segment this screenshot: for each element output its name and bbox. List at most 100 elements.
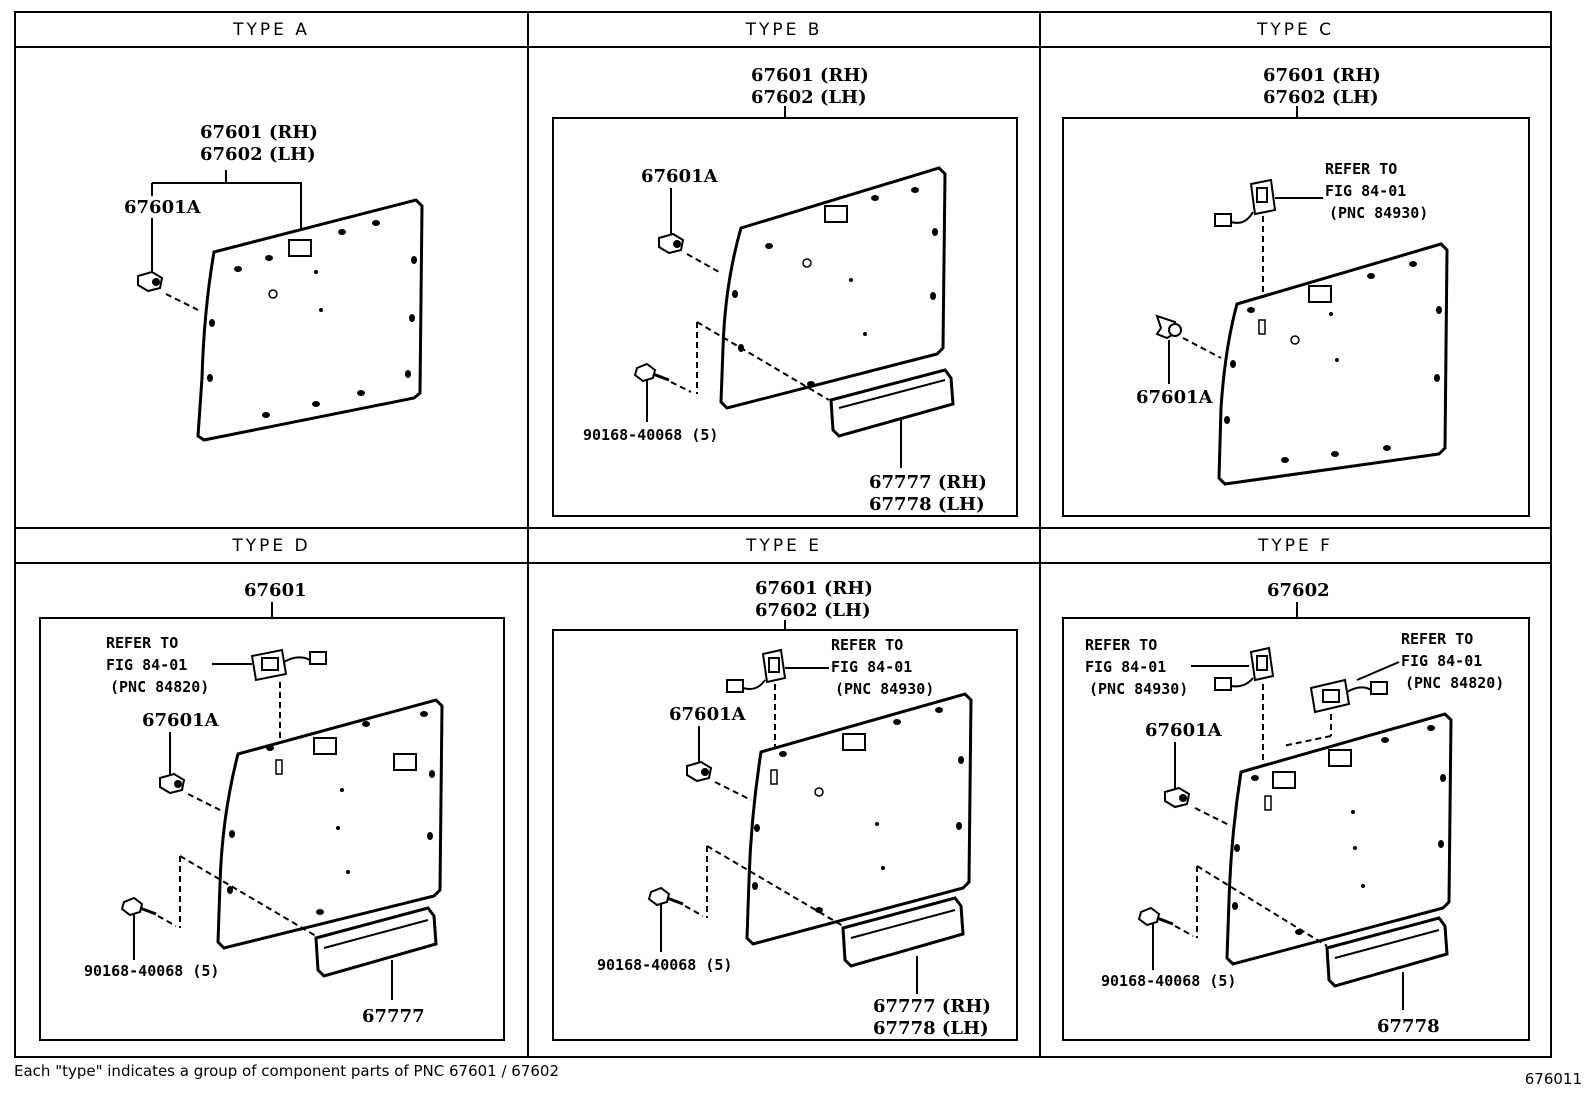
screw-label: 90168-40068 (5) (84, 962, 219, 980)
door-trim-board-icon (216, 698, 444, 950)
type-c-cell: TYPE C 67601 (RH) 67602 (LH) REFER TO FI… (1041, 13, 1550, 527)
type-b-title: TYPE B (529, 13, 1039, 48)
screw-label: 90168-40068 (5) (1101, 972, 1236, 990)
refer-figure-label: FIG 84-01 (831, 658, 912, 676)
clip-label: 67601A (641, 166, 719, 187)
assembly-frame (552, 629, 1018, 1041)
refer-pnc-label: (PNC 84820) (110, 678, 209, 696)
clip-icon (1164, 786, 1191, 809)
dashed-leader (684, 905, 704, 917)
dashed-leader (1196, 865, 1328, 947)
trim-label: 67777 (RH) (873, 996, 991, 1017)
type-f-cell: TYPE F 67602 REFER TO FIG 84-01 (PNC 849… (1041, 529, 1550, 1056)
refer-to-label: REFER TO (831, 636, 903, 654)
type-f-drawing: 67602 REFER TO FIG 84-01 (PNC 84930) REF… (1062, 580, 1530, 1041)
door-trim-board-icon (196, 198, 424, 442)
part-number-label: 67602 (LH) (1263, 87, 1379, 108)
step-trim-icon (314, 906, 438, 978)
screw-icon (120, 896, 157, 917)
refer-to-label: REFER TO (1325, 160, 1397, 178)
type-b-drawing: 67601 (RH) 67602 (LH) 67601A (552, 65, 1018, 517)
door-trim-board-icon (719, 166, 947, 410)
screw-label: 90168-40068 (5) (597, 956, 732, 974)
type-a-title: TYPE A (16, 13, 527, 48)
dashed-leader (187, 793, 225, 813)
dashed-leader (165, 293, 199, 311)
assembly-frame (1062, 117, 1530, 517)
screw-icon (633, 362, 670, 383)
switch-connector-icon (250, 648, 327, 682)
assembly-frame (39, 617, 505, 1041)
refer-pnc-label: (PNC 84820) (1405, 674, 1504, 692)
trim-label: 67778 (1377, 1016, 1440, 1037)
assembly-frame (1062, 617, 1530, 1041)
dashed-leader (686, 253, 720, 273)
type-a-drawing: 67601 (RH) 67602 (LH) 67601A (124, 122, 424, 442)
dashed-leader (1282, 735, 1332, 747)
dashed-leader (1174, 925, 1194, 937)
refer-pnc-label: (PNC 84930) (1329, 204, 1428, 222)
step-trim-icon (829, 368, 955, 438)
dashed-leader (670, 381, 692, 393)
part-number-label: 67601 (RH) (1263, 65, 1381, 86)
type-c-title: TYPE C (1041, 13, 1550, 48)
trim-label: 67777 (362, 1006, 425, 1027)
footer-note: Each "type" indicates a group of compone… (14, 1062, 560, 1080)
type-e-cell: TYPE E 67601 (RH) 67602 (LH) REFER TO FI… (529, 529, 1039, 1056)
part-number-label: 67602 (LH) (755, 600, 871, 621)
clip-label: 67601A (124, 197, 202, 218)
screw-icon (647, 886, 684, 907)
switch-connector-icon (1214, 178, 1277, 227)
type-e-drawing: 67601 (RH) 67602 (LH) REFER TO FIG 84-01… (552, 578, 1018, 1041)
leader-line (1356, 661, 1400, 681)
screw-label: 90168-40068 (5) (583, 426, 718, 444)
type-c-drawing: 67601 (RH) 67602 (LH) REFER TO FIG 84-01… (1062, 65, 1530, 517)
part-number-label: 67601 (244, 580, 307, 601)
dashed-leader (179, 855, 317, 937)
switch-connector-icon (726, 648, 787, 693)
parts-diagram-grid: TYPE A 67601 (RH) 67602 (LH) 67601A (14, 11, 1552, 1058)
refer-to-label: REFER TO (1401, 630, 1473, 648)
step-trim-icon (1325, 916, 1449, 988)
row-divider (16, 527, 1550, 529)
type-f-title: TYPE F (1041, 529, 1550, 564)
refer-figure-label: FIG 84-01 (1401, 652, 1482, 670)
type-d-title: TYPE D (16, 529, 527, 564)
part-number-label: 67602 (1267, 580, 1330, 601)
refer-figure-label: FIG 84-01 (1085, 658, 1166, 676)
dashed-leader (714, 781, 752, 801)
refer-to-label: REFER TO (1085, 636, 1157, 654)
part-number-label: 67602 (LH) (200, 144, 316, 165)
trim-label: 67777 (RH) (869, 472, 987, 493)
dashed-leader (696, 321, 830, 401)
part-number-label: 67601 (RH) (200, 122, 318, 143)
screw-icon (1137, 906, 1174, 927)
clip-icon (658, 232, 685, 255)
dashed-leader (157, 915, 177, 927)
step-trim-icon (841, 896, 965, 968)
door-trim-board-icon (1225, 712, 1453, 966)
trim-label: 67778 (LH) (873, 1018, 989, 1039)
trim-label: 67778 (LH) (869, 494, 985, 515)
type-d-drawing: 67601 REFER TO FIG 84-01 (PNC 84820) 676… (39, 580, 505, 1041)
clip-label: 67601A (669, 704, 747, 725)
door-trim-board-icon (745, 692, 973, 946)
switch-connector-icon (1309, 678, 1388, 714)
refer-figure-label: FIG 84-01 (106, 656, 187, 674)
part-number-label: 67601 (RH) (751, 65, 869, 86)
refer-pnc-label: (PNC 84930) (1089, 680, 1188, 698)
clip-label: 67601A (142, 710, 220, 731)
column-divider (1039, 13, 1041, 1056)
refer-figure-label: FIG 84-01 (1325, 182, 1406, 200)
clip-label: 67601A (1136, 387, 1214, 408)
refer-to-label: REFER TO (106, 634, 178, 652)
dashed-leader (1182, 337, 1222, 359)
refer-pnc-label: (PNC 84930) (835, 680, 934, 698)
dashed-leader (706, 845, 844, 927)
figure-code: 676011 (1524, 1070, 1582, 1088)
assembly-frame (552, 117, 1018, 517)
dashed-leader (1194, 807, 1232, 827)
part-number-label: 67601 (RH) (755, 578, 873, 599)
clip-icon (137, 270, 164, 293)
leader-line (151, 170, 302, 233)
